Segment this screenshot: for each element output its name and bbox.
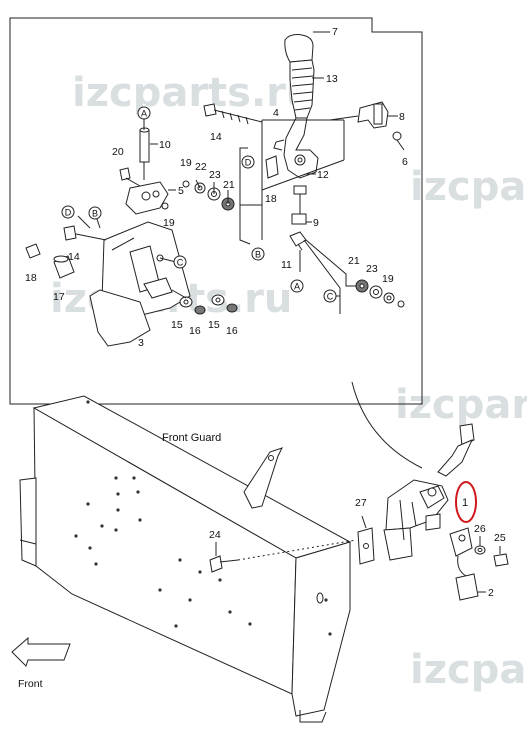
label-5: 5 — [178, 185, 184, 197]
label-22: 22 — [195, 161, 207, 173]
label-6: 6 — [402, 156, 408, 168]
callout-d-left-label: D — [65, 208, 72, 218]
label-4: 4 — [273, 107, 279, 119]
label-2: 2 — [488, 587, 494, 599]
screw-12 — [289, 185, 307, 251]
callout-d-top — [241, 155, 255, 169]
label-23-right: 23 — [366, 263, 378, 275]
lever-unit-1 — [383, 423, 475, 561]
label-15-right: 15 — [208, 319, 220, 331]
label-8: 8 — [399, 111, 405, 123]
highlight-part-1 — [455, 481, 477, 523]
washer-26: 26 — [474, 523, 486, 555]
label-1: 1 — [462, 497, 468, 509]
label-21-top: 21 — [223, 179, 235, 191]
bolt-24: 24 — [209, 529, 357, 573]
callout-a-mid — [290, 279, 304, 293]
label-9: 9 — [313, 217, 319, 229]
label-13: 13 — [326, 73, 338, 85]
watermark-6: izcpa — [410, 647, 526, 693]
callout-c-left-label: C — [177, 258, 184, 268]
callout-b-mid-label: B — [255, 250, 261, 260]
callout-circles: A D D B C B A C — [61, 106, 337, 303]
label-14-left: 14 — [68, 251, 80, 263]
label-23-top: 23 — [209, 169, 221, 181]
label-16-right: 16 — [226, 325, 238, 337]
callout-c-right — [323, 289, 337, 303]
detail-part-labels: 7 13 4 8 6 10 20 14 5 19 19 22 23 21 12 … — [25, 26, 408, 349]
label-19-left: 19 — [163, 217, 175, 229]
callout-c-right-label: C — [327, 292, 334, 302]
callout-d-top-label: D — [245, 158, 252, 168]
detail-pointer-curve — [351, 381, 423, 469]
washers-bottom — [179, 294, 238, 315]
label-16-left: 16 — [189, 325, 201, 337]
knob — [284, 34, 314, 63]
label-3: 3 — [138, 337, 144, 349]
bolt-14-top — [203, 103, 263, 125]
callout-b-left-label: B — [92, 209, 98, 219]
label-15-left: 15 — [171, 319, 183, 331]
watermark-2: izcpa — [410, 164, 526, 210]
washers-right — [355, 279, 405, 308]
label-19-top: 19 — [180, 157, 192, 169]
callout-b-mid — [251, 247, 265, 261]
callout-c-left — [173, 255, 187, 269]
front-arrow-icon — [11, 636, 71, 667]
front-label: Front — [18, 678, 43, 690]
screw-20 — [119, 167, 141, 187]
bolt-14-left — [63, 225, 107, 241]
label-21-right: 21 — [348, 255, 360, 267]
bushing-17 — [25, 243, 75, 279]
lever-assembly — [261, 34, 345, 240]
plate-27: 27 — [355, 497, 375, 565]
callout-d-left — [61, 205, 75, 219]
leader-lines — [77, 118, 356, 314]
callout-a-top-label: A — [141, 109, 147, 119]
label-25: 25 — [494, 532, 506, 544]
detail-border — [9, 17, 423, 405]
label-7: 7 — [332, 26, 338, 38]
callout-a-top — [137, 106, 151, 120]
front-guard — [19, 395, 352, 723]
label-18-top: 18 — [265, 193, 277, 205]
screw-25: 25 — [493, 532, 509, 567]
detail-box — [9, 17, 423, 405]
grip — [289, 59, 315, 119]
label-18-left: 18 — [25, 272, 37, 284]
pin-18-top — [265, 155, 279, 179]
label-11: 11 — [281, 259, 292, 271]
label-12: 12 — [317, 169, 329, 181]
bracket-5 — [125, 181, 169, 215]
callout-a-mid-label: A — [294, 282, 300, 292]
label-10: 10 — [159, 139, 171, 151]
main-bracket-3 — [89, 221, 191, 347]
watermark-4: izcpar — [395, 382, 527, 428]
switch-2: 2 — [449, 527, 494, 601]
lever — [283, 117, 319, 179]
label-14-top: 14 — [210, 131, 222, 143]
label-27: 27 — [355, 497, 367, 509]
pin-10 — [139, 127, 150, 180]
watermark-1: izcparts.ru — [72, 70, 314, 116]
label-24: 24 — [209, 529, 221, 541]
label-19-right: 19 — [382, 273, 394, 285]
label-17: 17 — [53, 291, 65, 303]
front-arrow: Front — [11, 636, 71, 690]
clamp-8 — [329, 101, 405, 151]
callout-b-left — [88, 206, 102, 220]
front-guard-label: Front Guard — [162, 432, 221, 444]
label-20: 20 — [112, 146, 124, 158]
label-26: 26 — [474, 523, 486, 535]
